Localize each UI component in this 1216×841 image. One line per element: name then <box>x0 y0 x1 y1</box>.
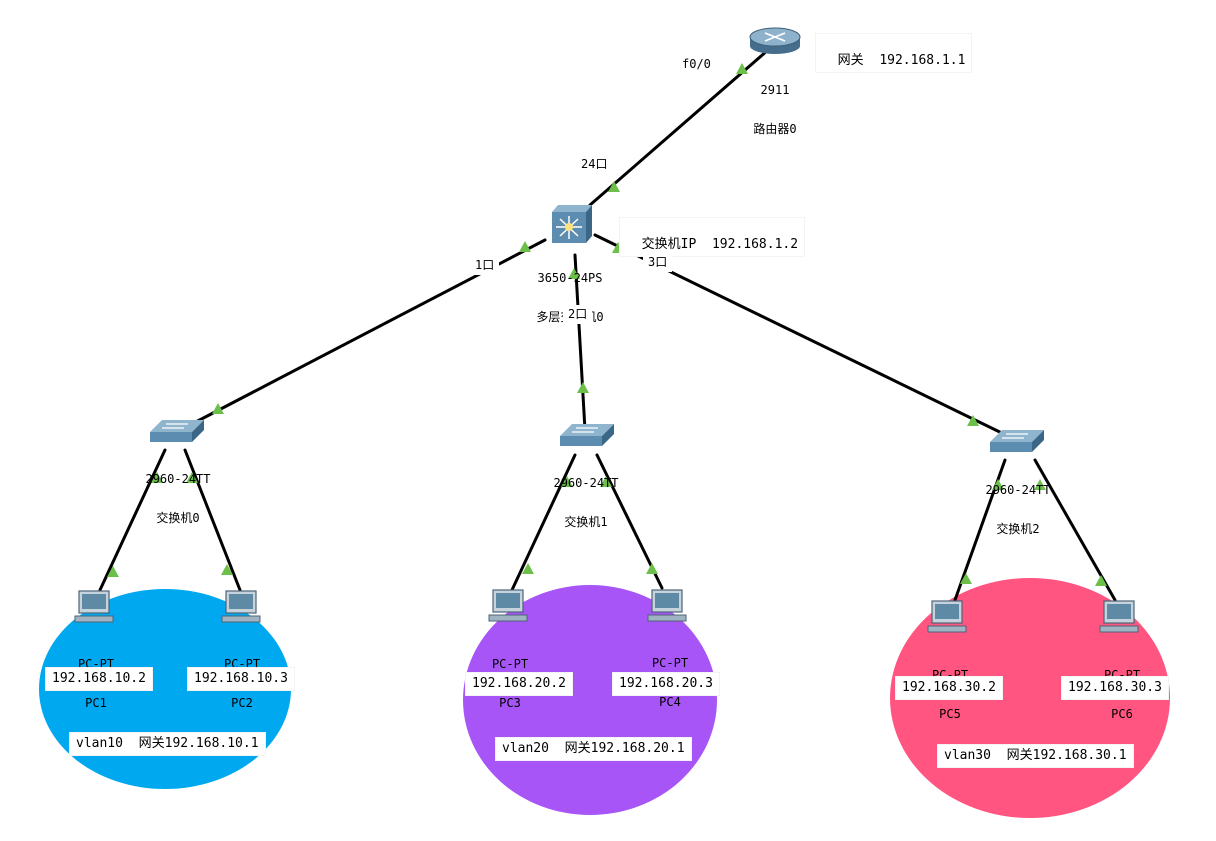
switch-ip-label: 交换机IP <box>641 237 697 252</box>
router-icon[interactable] <box>749 27 801 54</box>
switch0-name: 交换机0 <box>156 511 200 525</box>
pc2-name: PC2 <box>231 696 253 710</box>
router-port-f0-0: f0/0 <box>677 55 716 74</box>
core-port-2: 2口 <box>563 305 593 324</box>
pc5-ip: 192.168.30.2 <box>896 677 1002 699</box>
pc6-name: PC6 <box>1111 707 1133 721</box>
core-port-3: 3口 <box>643 253 673 272</box>
switch1-name: 交换机1 <box>564 515 608 529</box>
core-port-1: 1口 <box>470 256 500 275</box>
link-up-icon <box>608 181 620 192</box>
link-up-icon <box>212 403 224 414</box>
switch2-name: 交换机2 <box>996 522 1040 536</box>
router-label: 2911 路由器0 <box>740 58 810 149</box>
switch1-model: 2960-24TT <box>553 476 619 490</box>
switch-icon[interactable] <box>150 420 204 442</box>
link-sw1-pc3 <box>510 453 577 592</box>
link-up-icon <box>577 382 589 393</box>
pc3-label: PC-PT PC3 <box>480 632 540 723</box>
link-up-icon <box>568 268 580 279</box>
link-up-icon <box>992 479 1004 490</box>
pc6-ip: 192.168.30.3 <box>1062 677 1168 699</box>
pc4-model: PC-PT <box>651 656 689 670</box>
link-up-icon <box>221 564 233 575</box>
switch-icon[interactable] <box>560 424 614 446</box>
link-up-icon <box>960 573 972 584</box>
link-router-core <box>588 48 770 207</box>
vlan10-gateway: vlan10 网关192.168.10.1 <box>70 733 265 755</box>
pc-icon[interactable] <box>1099 600 1139 633</box>
link-up-icon <box>1095 575 1107 586</box>
link-up-icon <box>186 472 198 483</box>
switch-icon[interactable] <box>990 430 1044 452</box>
switch1-label: 2960-24TT 交换机1 <box>544 451 628 542</box>
pc-icon[interactable] <box>488 589 528 622</box>
switch2-label: 2960-24TT 交换机2 <box>976 458 1060 549</box>
link-core-sw1 <box>573 253 587 432</box>
router-model: 2911 <box>760 83 790 97</box>
router-name: 路由器0 <box>753 122 797 136</box>
pc4-ip: 192.168.20.3 <box>613 673 719 695</box>
core-switch-ip-tag: 交换机IP 192.168.1.2 <box>620 218 805 256</box>
core-switch-model: 3650-24PS <box>537 271 603 285</box>
link-sw0-pc1 <box>98 448 167 592</box>
switch-ip: 192.168.1.2 <box>711 237 799 252</box>
link-sw0-pc2 <box>183 448 242 592</box>
switch0-model: 2960-24TT <box>145 472 211 486</box>
link-up-icon <box>646 563 658 574</box>
pc2-label: PC-PT PC2 <box>212 632 272 723</box>
pc-icon[interactable] <box>221 590 261 623</box>
link-up-icon <box>561 476 573 487</box>
pc2-model: PC-PT <box>223 657 261 671</box>
link-up-icon <box>967 415 979 426</box>
link-up-icon <box>107 566 119 577</box>
core-port-24: 24口 <box>576 155 613 174</box>
pc3-ip: 192.168.20.2 <box>466 673 572 695</box>
multilayer-switch-icon[interactable] <box>552 205 592 243</box>
link-up-icon <box>736 63 748 74</box>
pc4-name: PC4 <box>659 695 681 709</box>
vlan20-gateway: vlan20 网关192.168.20.1 <box>496 738 691 760</box>
pc-icon[interactable] <box>74 590 114 623</box>
link-up-icon <box>151 472 163 483</box>
router-gateway-tag: 网关 192.168.1.1 <box>816 34 972 72</box>
pc1-label: PC-PT PC1 <box>66 632 126 723</box>
link-up-icon <box>522 563 534 574</box>
link-up-icon <box>600 476 612 487</box>
pc3-model: PC-PT <box>491 657 529 671</box>
pc1-name: PC1 <box>85 696 107 710</box>
pc4-label: PC-PT PC4 <box>640 631 700 722</box>
pc1-model: PC-PT <box>77 657 115 671</box>
pc5-name: PC5 <box>939 707 961 721</box>
pc-icon[interactable] <box>927 600 967 633</box>
gateway-ip: 192.168.1.1 <box>879 53 966 68</box>
pc3-name: PC3 <box>499 696 521 710</box>
pc2-ip: 192.168.10.3 <box>188 668 294 690</box>
switch0-label: 2960-24TT 交换机0 <box>136 447 220 538</box>
switch2-model: 2960-24TT <box>985 483 1051 497</box>
pc-icon[interactable] <box>647 589 687 622</box>
vlan30-gateway: vlan30 网关192.168.30.1 <box>938 745 1133 767</box>
link-up-icon <box>1034 479 1046 490</box>
link-up-icon <box>519 241 531 252</box>
pc1-ip: 192.168.10.2 <box>46 668 152 690</box>
gateway-label: 网关 <box>837 53 864 68</box>
